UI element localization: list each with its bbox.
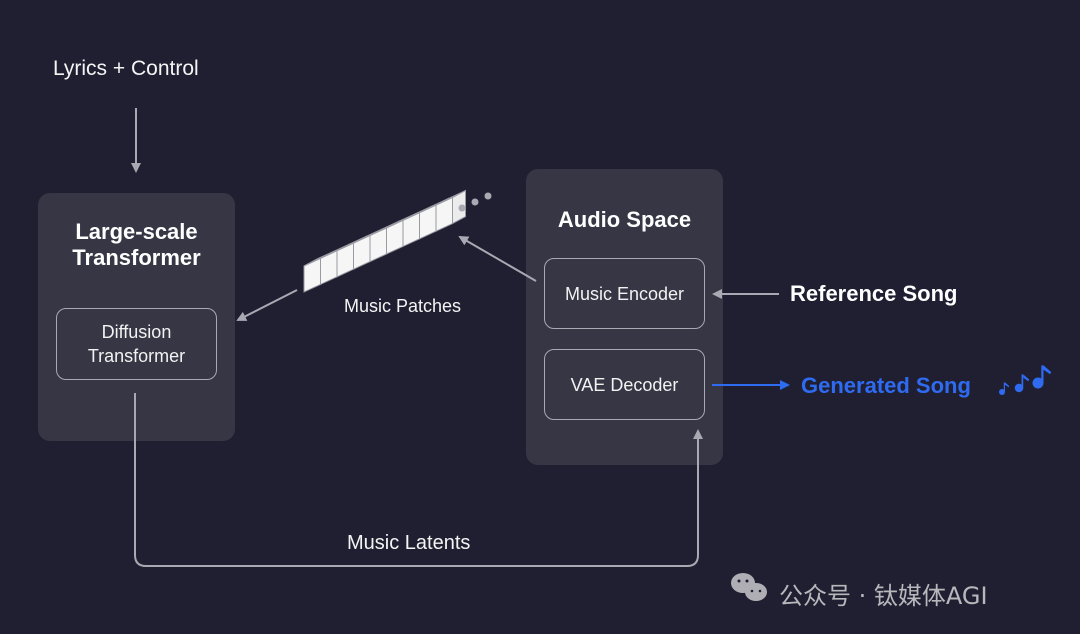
generated-song-label: Generated Song: [801, 373, 971, 398]
diffusion-transformer-box: Diffusion Transformer: [56, 308, 217, 380]
patch-cube-front: [303, 257, 321, 293]
transformer-title-line1: Large-scale: [75, 219, 198, 244]
music-notes-icon: [999, 365, 1052, 395]
watermark-text: 公众号 · 钛媒体AGI: [779, 582, 988, 610]
ellipsis-dot: [484, 192, 492, 200]
music-encoder-box: Music Encoder: [544, 258, 705, 329]
transformer-title-line2: Transformer: [72, 245, 201, 270]
ellipsis-dot: [458, 204, 466, 212]
reference-song-label: Reference Song: [790, 281, 958, 306]
transformer-title: Large-scale Transformer: [38, 219, 235, 271]
audio-space-panel: [526, 169, 723, 465]
transformer-panel: [38, 193, 235, 441]
input-label: Lyrics + Control: [53, 57, 199, 80]
wechat-icon: [731, 573, 767, 601]
audio-space-title: Audio Space: [557, 207, 692, 232]
diffusion-line1: Diffusion: [101, 322, 172, 342]
ellipsis-dot: [471, 198, 479, 206]
arrow-encoder-to-patches: [458, 235, 537, 282]
music-patches-strip: [303, 189, 466, 293]
diffusion-line2: Transformer: [87, 346, 186, 366]
arrow-patches-to-transformer: [236, 289, 298, 321]
vae-decoder-box: VAE Decoder: [544, 349, 705, 420]
arrow-latents-loop: [134, 393, 703, 567]
music-patches-label: Music Patches: [344, 296, 462, 316]
music-latents-label: Music Latents: [347, 532, 471, 554]
